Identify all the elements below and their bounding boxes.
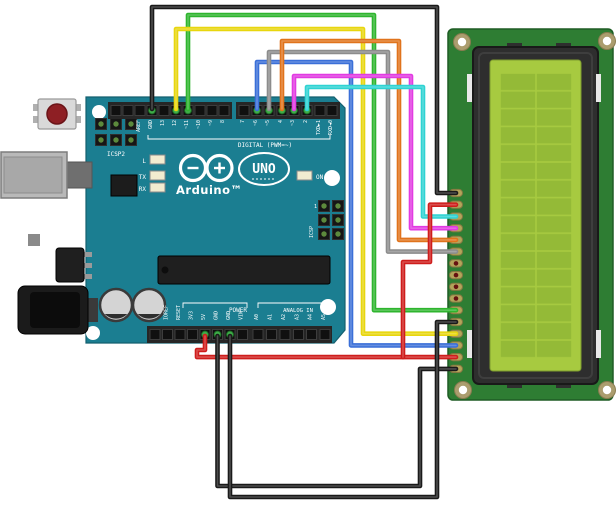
power-jack xyxy=(17,234,98,335)
led-tx xyxy=(149,170,166,181)
empty-pad-hole xyxy=(453,284,459,290)
svg-text:~6: ~6 xyxy=(253,120,259,126)
uno-label: UNO xyxy=(252,162,276,177)
svg-text:A5: A5 xyxy=(321,314,327,320)
svg-text:~9: ~9 xyxy=(208,120,214,126)
mounting-hole xyxy=(324,170,340,186)
power-pin-labels: IOREF RESET 3V3 5V GND GND VIN xyxy=(164,305,245,320)
power-caption-bracket xyxy=(182,302,248,308)
svg-text:RXD◄0: RXD◄0 xyxy=(328,120,334,135)
svg-text:~5: ~5 xyxy=(265,120,271,126)
svg-text:A1: A1 xyxy=(268,314,274,320)
svg-text:GND: GND xyxy=(226,311,232,320)
svg-text:2: 2 xyxy=(303,120,309,123)
capacitor xyxy=(131,287,167,323)
arduino-logo-icon xyxy=(178,153,234,183)
svg-text:AREF: AREF xyxy=(136,120,142,132)
led-on xyxy=(296,170,313,181)
empty-pad-hole xyxy=(453,261,459,266)
svg-text:12: 12 xyxy=(172,120,178,126)
lcd-pin-pads[interactable] xyxy=(449,188,463,373)
mounting-hole xyxy=(86,326,100,340)
analog-caption-bracket xyxy=(257,302,331,308)
voltage-regulator xyxy=(55,247,92,283)
icsp-pin1-label: 1 xyxy=(314,204,317,210)
lcd-side-tab xyxy=(467,330,472,358)
capacitor xyxy=(98,287,134,323)
svg-text:A0: A0 xyxy=(254,314,260,320)
lcd-side-tab xyxy=(467,74,472,102)
digital-caption: DIGITAL (PWM=~) xyxy=(238,142,292,149)
mounting-hole xyxy=(92,105,106,119)
svg-text:3V3: 3V3 xyxy=(189,311,195,320)
lcd-character-cells xyxy=(500,73,572,358)
arduino-uno-board[interactable]: RESET ICSP2 L TX RX ON Arduino™ UNO xyxy=(0,96,346,344)
svg-text:A2: A2 xyxy=(281,314,287,320)
reset-button[interactable] xyxy=(33,98,81,130)
svg-text:~3: ~3 xyxy=(290,120,296,126)
power-analog-sockets[interactable] xyxy=(149,329,331,340)
empty-pad-hole xyxy=(453,296,459,301)
svg-text:IOREF: IOREF xyxy=(164,305,170,320)
icsp2-label: ICSP2 xyxy=(107,151,125,158)
svg-text:TXD►1: TXD►1 xyxy=(316,120,322,135)
led-on-label: ON xyxy=(316,174,324,181)
led-tx-label: TX xyxy=(139,174,147,181)
icsp-label: ICSP xyxy=(309,226,315,238)
led-l-label: L xyxy=(142,158,146,165)
power-caption: POWER xyxy=(229,307,247,314)
uno-logo: UNO xyxy=(238,152,290,186)
led-l xyxy=(149,154,166,165)
lcd-side-tab xyxy=(596,74,601,102)
svg-text:RESET: RESET xyxy=(176,305,182,320)
svg-text:13: 13 xyxy=(160,120,166,126)
svg-text:GND: GND xyxy=(148,120,154,129)
svg-text:4: 4 xyxy=(278,120,284,123)
mounting-hole xyxy=(320,299,336,315)
usb-connector xyxy=(0,151,93,199)
reset-label: RESET xyxy=(49,131,66,137)
digital-caption-bracket xyxy=(147,135,331,140)
atmega-chip xyxy=(157,255,331,285)
led-rx xyxy=(149,182,166,193)
usb-chip xyxy=(110,174,138,197)
svg-text:GND: GND xyxy=(214,311,220,320)
lcd-side-tab xyxy=(596,330,601,358)
empty-pad-hole xyxy=(453,272,459,278)
svg-text:A4: A4 xyxy=(308,314,314,320)
analog-pin-labels: A0 A1 A2 A3 A4 A5 xyxy=(254,314,327,320)
lcd-mounting-hole xyxy=(453,33,471,51)
svg-text:8: 8 xyxy=(220,120,226,123)
led-rx-label: RX xyxy=(139,186,147,193)
svg-text:5V: 5V xyxy=(201,314,207,320)
lcd-mounting-hole xyxy=(454,381,472,399)
svg-text:~11: ~11 xyxy=(184,120,190,129)
analog-caption: ANALOG IN xyxy=(283,308,313,314)
svg-text:A3: A3 xyxy=(295,314,301,320)
svg-text:~10: ~10 xyxy=(196,120,202,129)
lcd-mounting-hole xyxy=(598,32,616,50)
digital-pin-labels: AREF GND 13 12 ~11 ~10 ~9 8 7 ~6 ~5 4 ~3… xyxy=(136,120,334,135)
reset-button-cap[interactable] xyxy=(46,103,68,125)
arduino-brand-label: Arduino™ xyxy=(176,183,243,197)
svg-text:7: 7 xyxy=(240,120,246,123)
lcd-screen xyxy=(489,59,582,372)
svg-text:VIN: VIN xyxy=(239,311,245,320)
lcd-16x2-module[interactable] xyxy=(447,28,616,401)
lcd-mounting-hole xyxy=(598,381,616,399)
